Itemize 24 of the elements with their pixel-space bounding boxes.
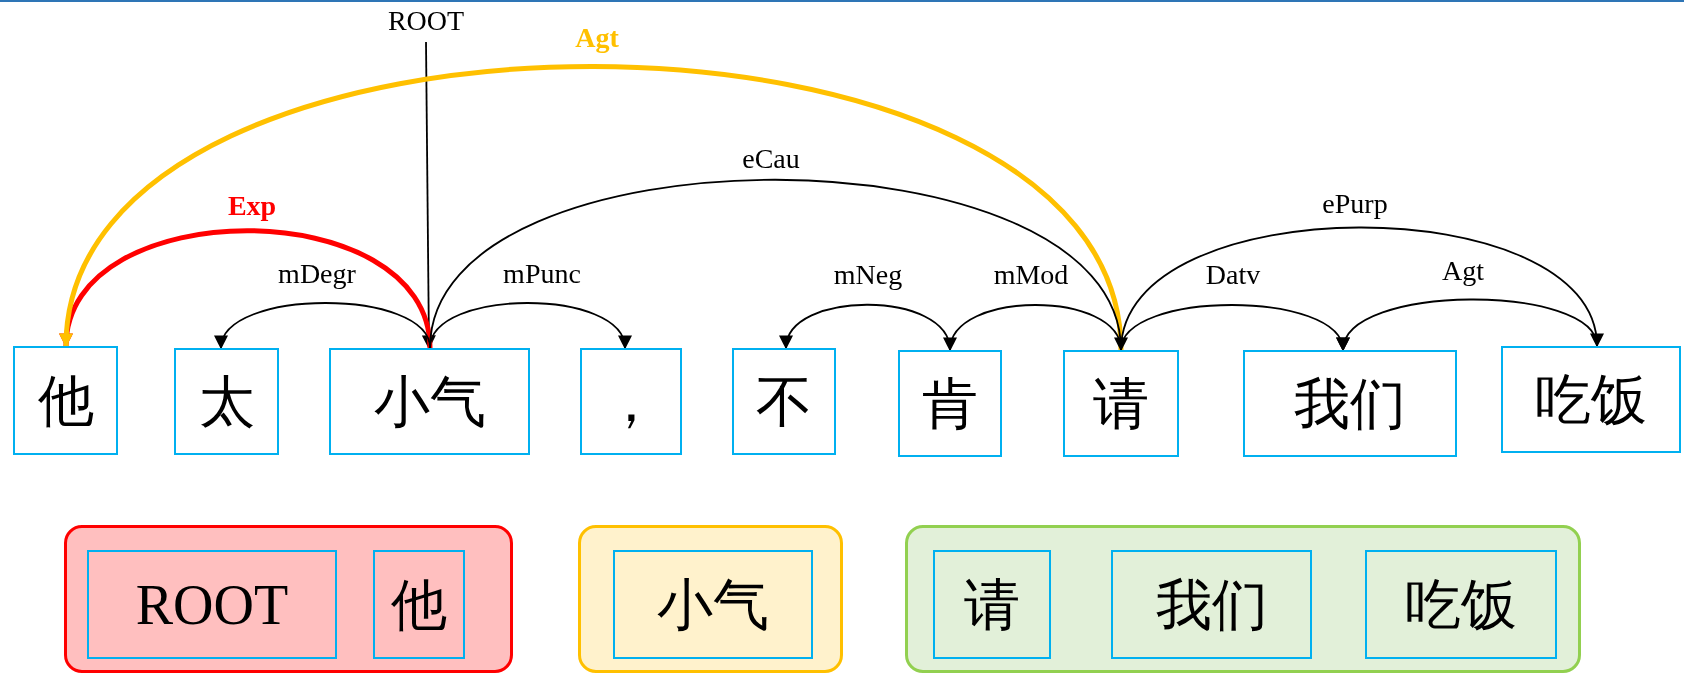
word-box: 吃饭: [1365, 550, 1557, 659]
word-box: 请: [1063, 350, 1179, 457]
word-box: ，: [580, 348, 682, 455]
dependency-arrow: [946, 304, 1122, 352]
word-box: ROOT: [87, 550, 337, 659]
word-box: 肯: [898, 350, 1002, 457]
group-panel: [64, 525, 513, 673]
dependency-arrow: [217, 302, 431, 350]
group-panel: [905, 525, 1581, 673]
word-box: 他: [13, 346, 118, 455]
word-box: 不: [732, 348, 836, 455]
group-panel: [578, 525, 843, 673]
word-box: 我们: [1243, 350, 1457, 457]
word-box: 他: [373, 550, 465, 659]
dependency-arrow: [782, 303, 951, 351]
word-box: 请: [933, 550, 1051, 659]
word-box: 吃饭: [1501, 346, 1681, 453]
dependency-arrow: [62, 64, 1124, 351]
word-box: 小气: [329, 348, 530, 455]
word-box: 小气: [613, 550, 813, 659]
word-box: 我们: [1111, 550, 1312, 659]
root-label: ROOT: [386, 4, 466, 38]
dependency-arrow: [429, 302, 629, 350]
word-box: 太: [174, 348, 279, 455]
